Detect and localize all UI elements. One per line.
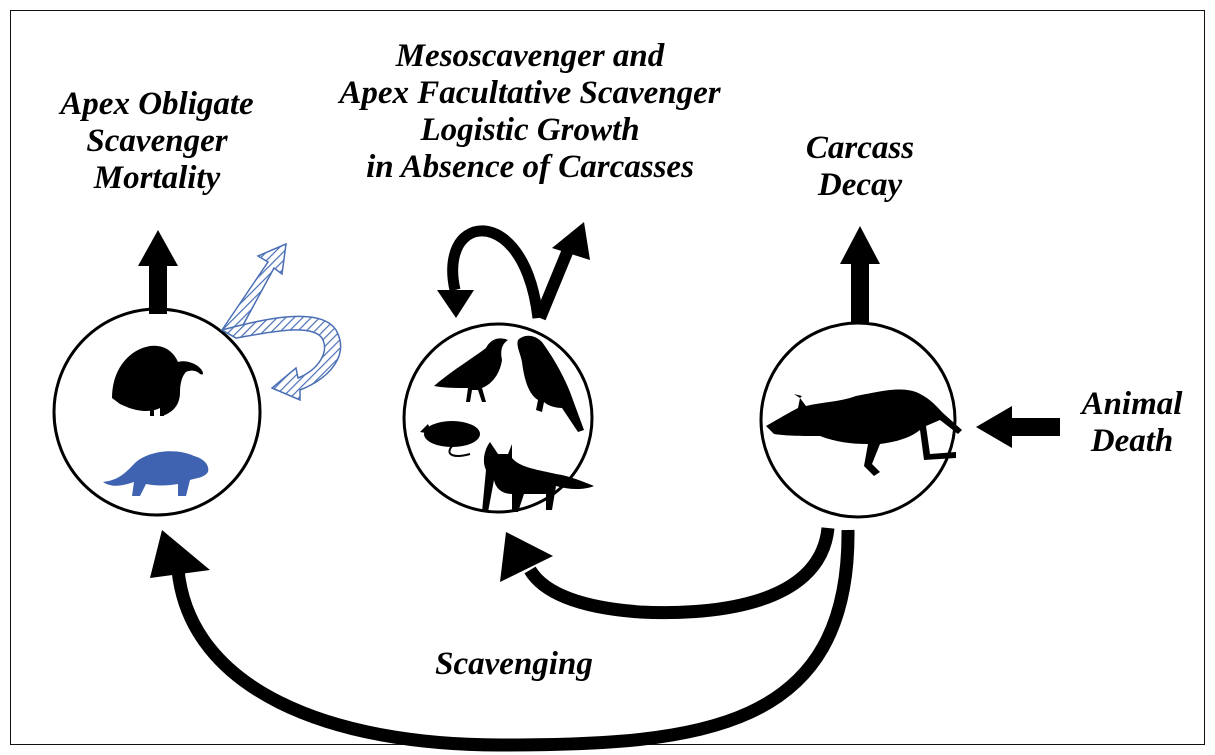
- scavenging-arrowhead-apex: [150, 530, 210, 578]
- logistic-growth-arrow: [540, 250, 568, 318]
- decay-arrowhead: [840, 226, 880, 264]
- carcass-decay-label: Carcass Decay: [770, 130, 950, 204]
- mesoscavenger-label: Mesoscavenger and Apex Facultative Scave…: [290, 38, 770, 186]
- scavenging-arrow-to-meso: [530, 528, 828, 613]
- scavenging-label: Scavenging: [404, 646, 624, 683]
- animal-death-arrowhead: [976, 406, 1012, 448]
- apex-obligate-label: Apex Obligate Scavenger Mortality: [42, 86, 272, 197]
- mortality-arrow-shaft: [149, 262, 167, 314]
- logistic-loop-arrow: [453, 231, 538, 318]
- decay-arrow-shaft: [851, 262, 869, 322]
- mortality-arrowhead: [138, 230, 178, 266]
- animal-death-label: Animal Death: [1062, 386, 1202, 460]
- animal-death-arrow-shaft: [1008, 418, 1060, 436]
- logistic-loop-arrowhead: [437, 290, 474, 318]
